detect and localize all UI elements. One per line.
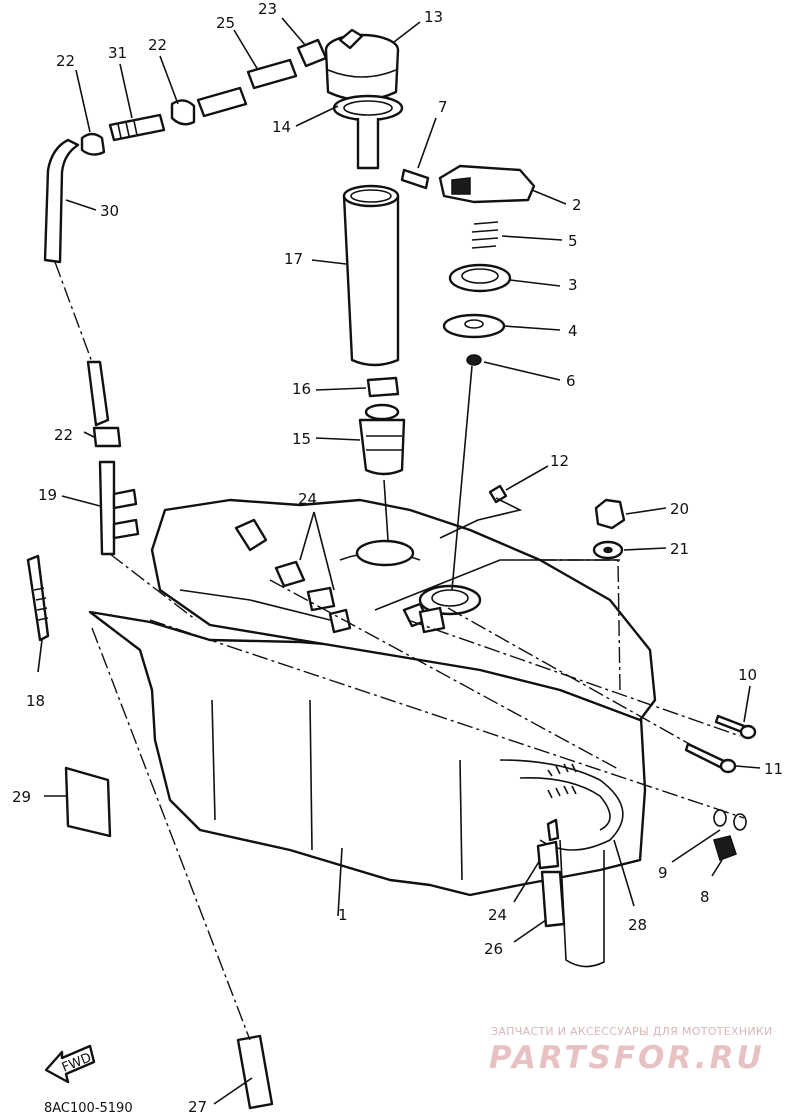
callout-23: 23 <box>258 0 277 18</box>
callout-20: 20 <box>670 500 689 518</box>
callout-24-bottom: 24 <box>488 906 507 924</box>
callout-29: 29 <box>12 788 31 806</box>
damper-20 <box>594 498 626 530</box>
callout-5: 5 <box>568 232 578 250</box>
part-code: 8AC100-5190 <box>44 1101 133 1116</box>
clip-12 <box>439 484 523 539</box>
hose-26 <box>540 870 566 928</box>
callout-27: 27 <box>188 1098 207 1116</box>
callout-28: 28 <box>628 916 647 934</box>
hose-clamp-23 <box>296 38 328 68</box>
cover-2 <box>438 164 536 204</box>
assembly-lines <box>54 261 745 1041</box>
callout-17: 17 <box>284 250 303 268</box>
pad-29 <box>64 766 112 838</box>
callout-31: 31 <box>108 44 127 62</box>
pipe-joint-31 <box>108 113 166 142</box>
band-18 <box>26 554 50 642</box>
spring-5 <box>471 221 499 249</box>
callout-12: 12 <box>550 452 569 470</box>
filler-neck-17 <box>342 184 400 367</box>
callout-10: 10 <box>738 666 757 684</box>
bolt-11 <box>684 742 737 774</box>
callout-6: 6 <box>566 372 576 390</box>
hose-clamps-24-tank <box>234 518 446 634</box>
plate-4 <box>442 313 506 339</box>
callout-11: 11 <box>764 760 783 778</box>
callout-22-top-left: 22 <box>56 52 75 70</box>
watermark-logo: PARTSFOR.RU <box>489 1040 765 1076</box>
washer-21 <box>592 540 624 560</box>
callout-25: 25 <box>216 14 235 32</box>
callout-18: 18 <box>26 692 45 710</box>
leader-lines <box>37 17 761 1105</box>
callout-2: 2 <box>572 196 582 214</box>
callout-3: 3 <box>568 276 578 294</box>
fuel-hose-28 <box>499 759 624 968</box>
strainer-15 <box>358 403 406 476</box>
nut-6 <box>451 354 482 591</box>
clip-9 <box>713 809 747 831</box>
callout-26: 26 <box>484 940 503 958</box>
callout-9: 9 <box>658 864 668 882</box>
callout-16: 16 <box>292 380 311 398</box>
breather-hose-30 <box>43 138 110 427</box>
watermark-tagline: ЗАПЧАСТИ И АКСЕССУАРЫ ДЛЯ МОТОТЕХНИКИ <box>491 1025 773 1038</box>
hose-clamp-24-bottom <box>536 818 560 870</box>
filler-hole-outline <box>383 479 389 541</box>
damper-8 <box>713 835 737 861</box>
callout-1: 1 <box>338 906 348 924</box>
callout-22-lower: 22 <box>54 426 73 444</box>
fwd-arrow: FWD <box>44 1044 96 1084</box>
pin-7 <box>400 168 430 190</box>
callout-21: 21 <box>670 540 689 558</box>
gasket-14 <box>332 94 404 170</box>
hose-25 <box>196 58 298 118</box>
fuel-tank <box>88 498 657 897</box>
holder-3 <box>448 263 512 293</box>
callout-14: 14 <box>272 118 291 136</box>
band-16 <box>366 376 400 398</box>
callout-labels: 13 23 25 22 31 22 14 7 2 30 5 17 3 4 6 1… <box>12 0 783 1116</box>
callout-15: 15 <box>292 430 311 448</box>
callout-19: 19 <box>38 486 57 504</box>
hose-27 <box>236 1034 274 1110</box>
filler-cap-13 <box>324 28 400 102</box>
fwd-label: FWD <box>60 1050 94 1075</box>
hose-clamp-22-top-mid <box>170 99 196 126</box>
hose-clamp-22-lower <box>92 426 122 448</box>
hose-clamp-22-top-left <box>80 132 106 156</box>
t-joint-19 <box>98 460 140 556</box>
callout-22-top-mid: 22 <box>148 36 167 54</box>
callout-30: 30 <box>100 202 119 220</box>
bolt-10 <box>714 714 757 740</box>
callout-13: 13 <box>424 8 443 26</box>
callout-4: 4 <box>568 322 578 340</box>
callout-7: 7 <box>438 98 448 116</box>
callout-24-top: 24 <box>298 490 317 508</box>
callout-8: 8 <box>700 888 710 906</box>
